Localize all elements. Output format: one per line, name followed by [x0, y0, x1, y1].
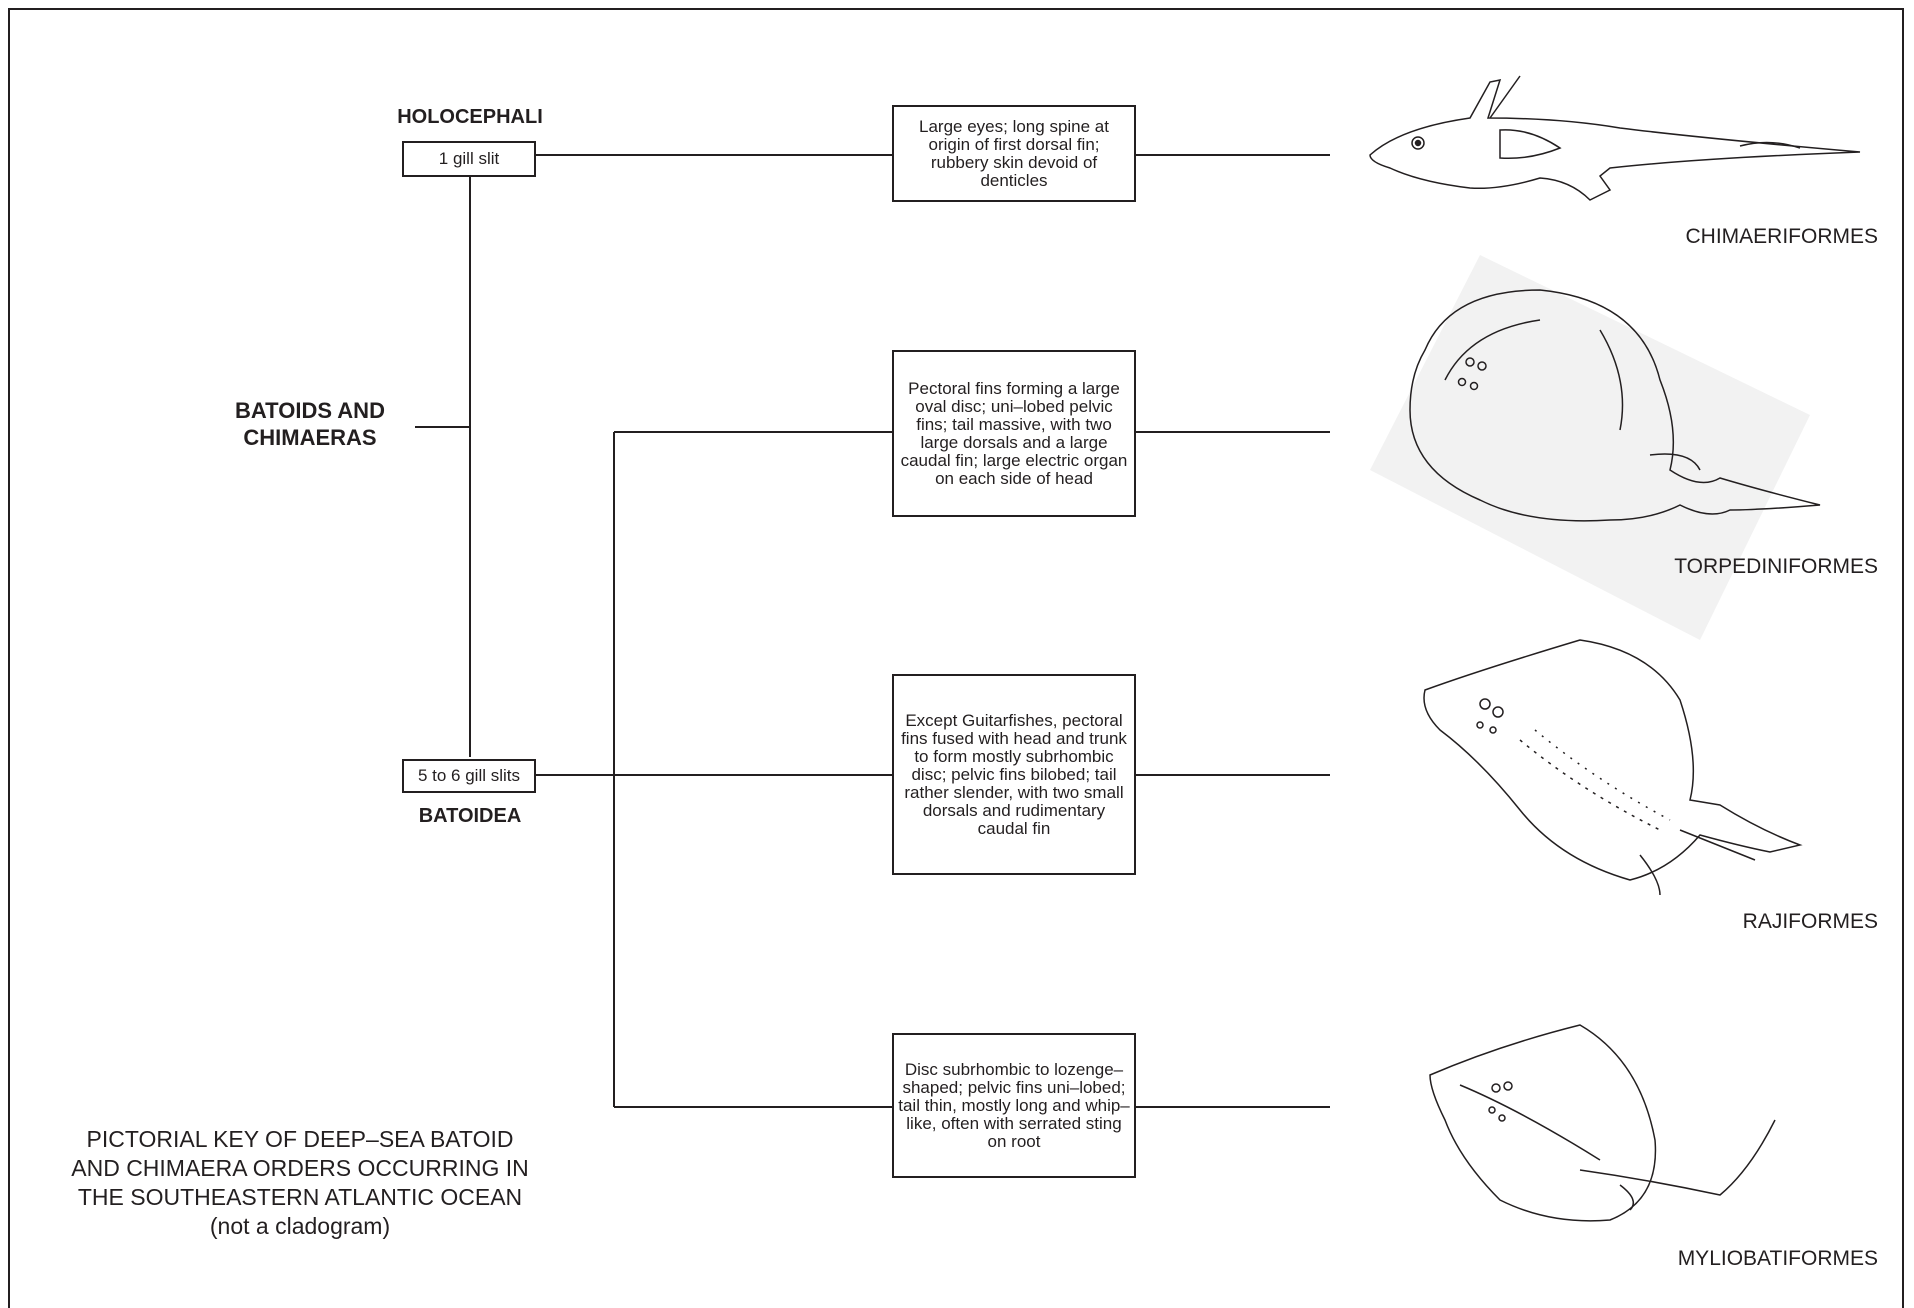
- key-title-line4: (not a cladogram): [209, 1213, 391, 1239]
- chimaera-illustration: [1369, 75, 1861, 201]
- key-title-line1: PICTORIAL KEY OF DEEP–SEA BATOID: [86, 1126, 514, 1152]
- key-title-line3: THE SOUTHEASTERN ATLANTIC OCEAN: [77, 1184, 523, 1210]
- torpedo-illustration: [1370, 255, 1821, 640]
- rajiformes-description: Except Guitarfishes, pectoral fins fused…: [892, 674, 1136, 875]
- batoidea-title: BATOIDEA: [418, 805, 522, 827]
- key-title: PICTORIAL KEY OF DEEP–SEA BATOID AND CHI…: [20, 1125, 580, 1241]
- frame-border: [8, 8, 1904, 1308]
- order-torpediniformes: TORPEDINIFORMES: [1674, 555, 1878, 578]
- root-label-line1: BATOIDS AND: [235, 398, 385, 423]
- order-chimaeriformes: CHIMAERIFORMES: [1685, 225, 1878, 248]
- holocephali-title: HOLOCEPHALI: [397, 106, 543, 128]
- stingray-illustration: [1429, 1024, 1776, 1222]
- myliobatiformes-description: Disc subrhombic to lozenge–shaped; pelvi…: [892, 1033, 1136, 1178]
- root-label-line2: CHIMAERAS: [243, 425, 377, 450]
- key-title-line2: AND CHIMAERA ORDERS OCCURRING IN: [71, 1155, 529, 1181]
- torpediniformes-description: Pectoral fins forming a large oval disc;…: [892, 350, 1136, 517]
- root-label: BATOIDS AND CHIMAERAS: [190, 397, 430, 451]
- batoidea-box: 5 to 6 gill slits: [402, 759, 536, 793]
- holocephali-box: 1 gill slit: [402, 141, 536, 177]
- order-myliobatiformes: MYLIOBATIFORMES: [1677, 1247, 1878, 1270]
- raja-illustration: [1423, 639, 1803, 896]
- order-rajiformes: RAJIFORMES: [1742, 910, 1878, 933]
- chimaeriformes-description: Large eyes; long spine at origin of firs…: [892, 105, 1136, 202]
